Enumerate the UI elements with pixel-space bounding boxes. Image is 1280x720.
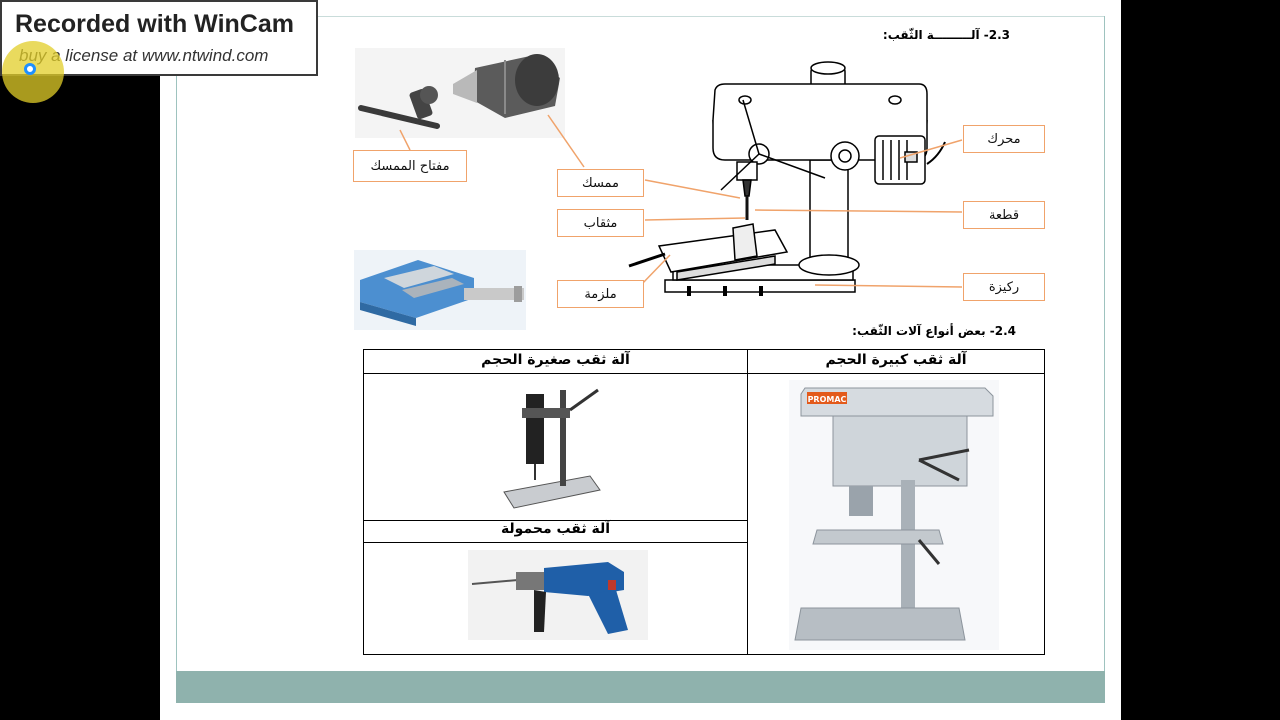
table-left-row-divider-2: [364, 542, 747, 543]
slide-footer-bar: [176, 671, 1105, 703]
wincam-title: Recorded with WinCam: [15, 10, 294, 38]
callout-chuck-key: مفتاح الممسك: [353, 150, 467, 182]
section-2-4-heading: 2.4- بعض أنواع آلات الثّقب:: [852, 324, 1016, 338]
chuck-key-and-chuck-illustration: [355, 48, 565, 138]
vise-illustration: [354, 250, 526, 330]
table-header-portable-machine: آلة ثقب محمولة: [500, 521, 611, 537]
slide-frame-right: [1104, 16, 1105, 672]
table-header-large-machine: آلة ثقب كبيرة الحجم: [825, 352, 967, 368]
table-left-row-divider-1: [364, 520, 747, 521]
section-2-3-heading: 2.3- آلـــــــــة الثّقب:: [882, 28, 1010, 42]
mouse-cursor-icon: [24, 63, 36, 75]
callout-base: ركيزة: [963, 273, 1045, 301]
callout-motor: محرك: [963, 125, 1045, 153]
small-drill-press-image: [503, 388, 601, 509]
slide-frame-top: [176, 16, 1105, 17]
callout-chuck: ممسك: [557, 169, 644, 197]
drill-types-table: آلة ثقب كبيرة الحجم آلة ثقب صغيرة الحجم …: [363, 349, 1045, 655]
portable-drill-image: [468, 550, 648, 640]
large-drill-press-image: PROMAC: [789, 380, 999, 650]
table-header-divider: [364, 373, 1044, 374]
table-header-small-machine: آلة ثقب صغيرة الحجم: [481, 352, 630, 368]
callout-vise: ملزمة: [557, 280, 644, 308]
wincam-license-text: buy a license at www.ntwind.com: [19, 46, 269, 65]
callout-drill-bit: مثقاب: [557, 209, 644, 237]
wincam-watermark: Recorded with WinCam buy a license at ww…: [0, 0, 318, 76]
brand-plate: PROMAC: [808, 395, 847, 404]
slide-frame-left: [176, 16, 177, 672]
callout-workpiece: قطعة: [963, 201, 1045, 229]
table-column-divider: [747, 350, 748, 654]
drill-press-diagram: [628, 61, 946, 296]
